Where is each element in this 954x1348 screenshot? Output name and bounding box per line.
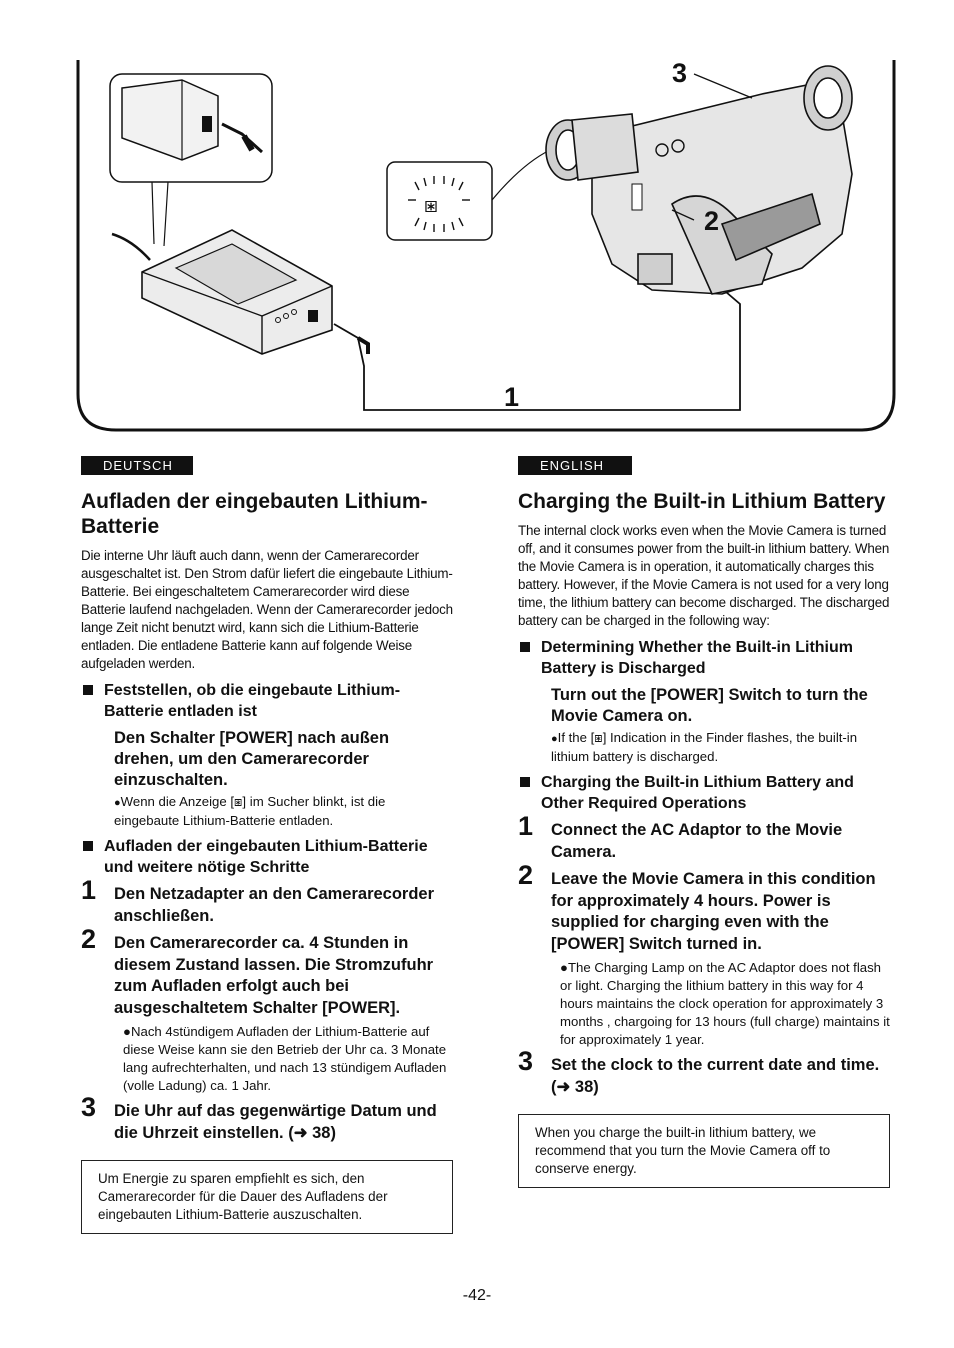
step-text: Die Uhr auf das gegenwärtige Datum und d… <box>114 1102 437 1142</box>
callout-2: 2 <box>704 206 719 236</box>
step-number: 2 <box>81 924 97 954</box>
square-bullet-icon <box>83 685 93 695</box>
subheading-text: Feststellen, ob die eingebaute Lithium-B… <box>104 682 401 720</box>
step-text: Den Netzadapter an den Camerarecorder an… <box>114 885 435 925</box>
step-de-1: 1 Den Netzadapter an den Camerarecorder … <box>81 877 453 927</box>
dc-cable <box>333 279 741 411</box>
step-number: 3 <box>518 1046 534 1076</box>
instruction-en: Turn out the [POWER] Switch to turn the … <box>551 686 868 725</box>
frame-border <box>76 60 896 432</box>
english-column: ENGLISH Charging the Built-in Lithium Ba… <box>518 456 890 1188</box>
page-number: -42- <box>462 1287 492 1304</box>
subheading-text: Determining Whether the Built-in Lithium… <box>541 639 853 677</box>
illustration: ⧆ 3 2 1 <box>72 54 898 434</box>
step-de-3: 3 Die Uhr auf das gegenwärtige Datum und… <box>81 1094 453 1144</box>
section-title-en: Charging the Built-in Lithium Battery <box>518 490 886 513</box>
note-en-1: ●If the [⧆] Indication in the Finder fla… <box>518 729 890 766</box>
callout-3: 3 <box>672 58 687 88</box>
step-text: Den Camerarecorder ca. 4 Stunden in dies… <box>114 934 434 1017</box>
movie-camera <box>545 65 853 295</box>
note-text: If the [⧆] Indication in the Finder flas… <box>551 730 858 764</box>
subheading-en-1: Determining Whether the Built-in Lithium… <box>518 637 890 679</box>
instruction-de: Den Schalter [POWER] nach außen drehen, … <box>114 729 390 789</box>
german-column: DEUTSCH Aufladen der eingebauten Lithium… <box>81 456 453 1234</box>
bullet-icon: ● <box>551 733 558 745</box>
step-en-3: 3 Set the clock to the current date and … <box>518 1048 890 1098</box>
square-bullet-icon <box>520 777 530 787</box>
step-de-2: 2 Den Camerarecorder ca. 4 Stunden in di… <box>81 926 453 1019</box>
subheading-en-2: Charging the Built-in Lithium Battery an… <box>518 772 890 814</box>
callout-1: 1 <box>504 382 519 412</box>
square-bullet-icon <box>83 841 93 851</box>
language-label-en: ENGLISH <box>518 456 632 475</box>
note-de-1: ●Wenn die Anzeige [⧆] im Sucher blinkt, … <box>81 793 453 830</box>
step-text: Connect the AC Adaptor to the Movie Came… <box>551 821 843 861</box>
step-note-de-2: ●Nach 4stündigem Aufladen der Lithium-Ba… <box>81 1023 453 1095</box>
note-text: Nach 4stündigem Aufladen der Lithium-Bat… <box>123 1024 447 1093</box>
finder-indicator-inset <box>386 161 493 241</box>
intro-text-en: The internal clock works even when the M… <box>518 523 890 628</box>
step-text: Leave the Movie Camera in this condition… <box>551 870 876 953</box>
language-label-de: DEUTSCH <box>81 456 193 475</box>
step-text: Set the clock to the current date and ti… <box>551 1056 880 1096</box>
step-number: 2 <box>518 860 534 890</box>
subheading-de-2: Aufladen der eingebauten Lithium-Batteri… <box>81 836 453 878</box>
step-note-en-2: ●The Charging Lamp on the AC Adaptor doe… <box>518 959 890 1049</box>
step-en-2: 2 Leave the Movie Camera in this conditi… <box>518 862 890 955</box>
bullet-icon: ● <box>123 1024 131 1039</box>
subheading-text: Aufladen der eingebauten Lithium-Batteri… <box>104 838 428 876</box>
step-number: 1 <box>518 811 534 841</box>
energy-tip-box-en: When you charge the built-in lithium bat… <box>518 1114 890 1188</box>
bullet-icon: ● <box>114 797 121 809</box>
energy-tip-box-de: Um Energie zu sparen empfiehlt es sich, … <box>81 1160 453 1234</box>
step-en-1: 1 Connect the AC Adaptor to the Movie Ca… <box>518 813 890 863</box>
bullet-icon: ● <box>560 960 568 975</box>
subheading-de-1: Feststellen, ob die eingebaute Lithium-B… <box>81 680 453 722</box>
intro-text-de: Die interne Uhr läuft auch dann, wenn de… <box>81 548 453 671</box>
step-number: 3 <box>81 1092 97 1122</box>
step-number: 1 <box>81 875 97 905</box>
charging-illustration: ⧆ 3 2 1 <box>76 58 896 432</box>
svg-text:⧆: ⧆ <box>424 193 438 218</box>
note-text: Wenn die Anzeige [⧆] im Sucher blinkt, i… <box>114 794 386 828</box>
note-text: The Charging Lamp on the AC Adaptor does… <box>560 960 890 1047</box>
subheading-text: Charging the Built-in Lithium Battery an… <box>541 774 854 812</box>
square-bullet-icon <box>520 642 530 652</box>
section-title-de: Aufladen der eingebauten Lithium-Batteri… <box>81 490 428 538</box>
